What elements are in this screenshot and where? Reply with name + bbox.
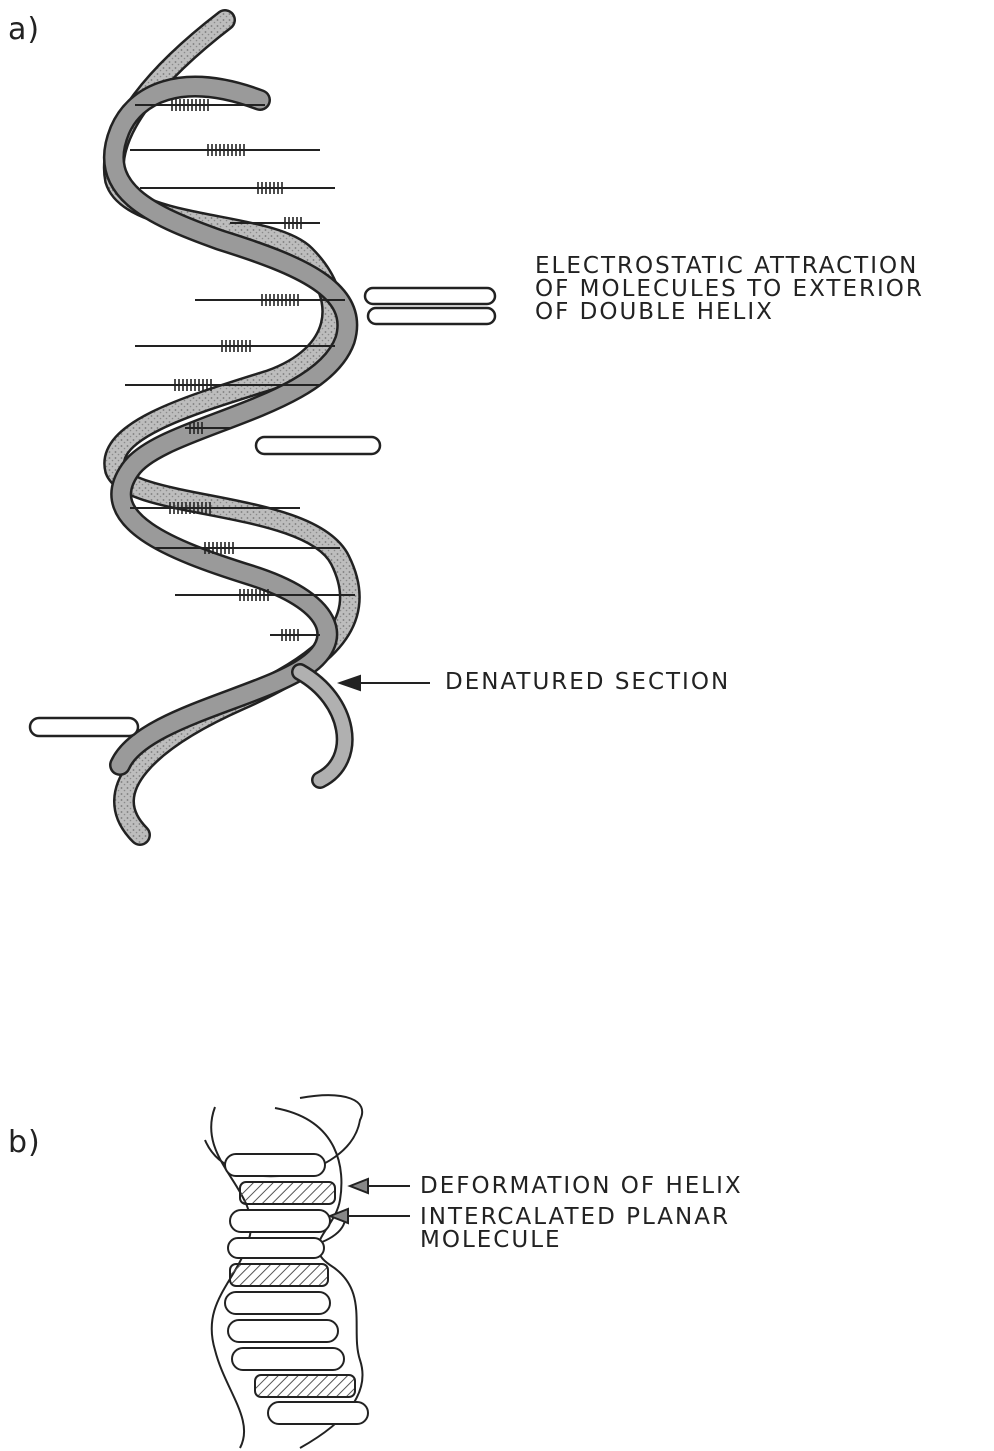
deformation-arrow xyxy=(350,1179,410,1193)
deformation-annotation: DEFORMATION OF HELIX xyxy=(420,1175,743,1198)
base-plate xyxy=(225,1292,330,1314)
annotation-line: OF DOUBLE HELIX xyxy=(535,301,924,324)
electrostatic-attraction-annotation: ELECTROSTATIC ATTRACTION OF MOLECULES TO… xyxy=(535,255,924,324)
annotation-line: OF MOLECULES TO EXTERIOR xyxy=(535,278,924,301)
annotation-line: ELECTROSTATIC ATTRACTION xyxy=(535,255,924,278)
intercalated-molecule xyxy=(230,1264,328,1286)
annotation-line: INTERCALATED PLANAR xyxy=(420,1206,730,1229)
base-plates xyxy=(225,1154,368,1424)
molecule-capsule xyxy=(365,288,495,304)
base-plate xyxy=(232,1348,344,1370)
denatured-arrow xyxy=(340,676,430,690)
panel-a-label: a) xyxy=(8,12,40,47)
base-plate xyxy=(268,1402,368,1424)
base-plate xyxy=(228,1320,338,1342)
base-plate xyxy=(228,1238,324,1258)
molecule-capsule xyxy=(30,718,138,736)
intercalated-molecule-annotation: INTERCALATED PLANAR MOLECULE xyxy=(420,1206,730,1252)
base-plate xyxy=(230,1210,330,1232)
intercalated-molecule xyxy=(255,1375,355,1397)
intercalated-molecule xyxy=(240,1182,335,1204)
double-helix xyxy=(114,20,355,835)
molecule-capsule xyxy=(368,308,495,324)
base-plate xyxy=(225,1154,325,1176)
annotation-line: MOLECULE xyxy=(420,1229,730,1252)
molecule-capsule xyxy=(256,437,380,454)
panel-b-label: b) xyxy=(8,1125,41,1160)
denatured-section-annotation: DENATURED SECTION xyxy=(445,671,730,694)
intercalated-arrow xyxy=(330,1209,410,1223)
